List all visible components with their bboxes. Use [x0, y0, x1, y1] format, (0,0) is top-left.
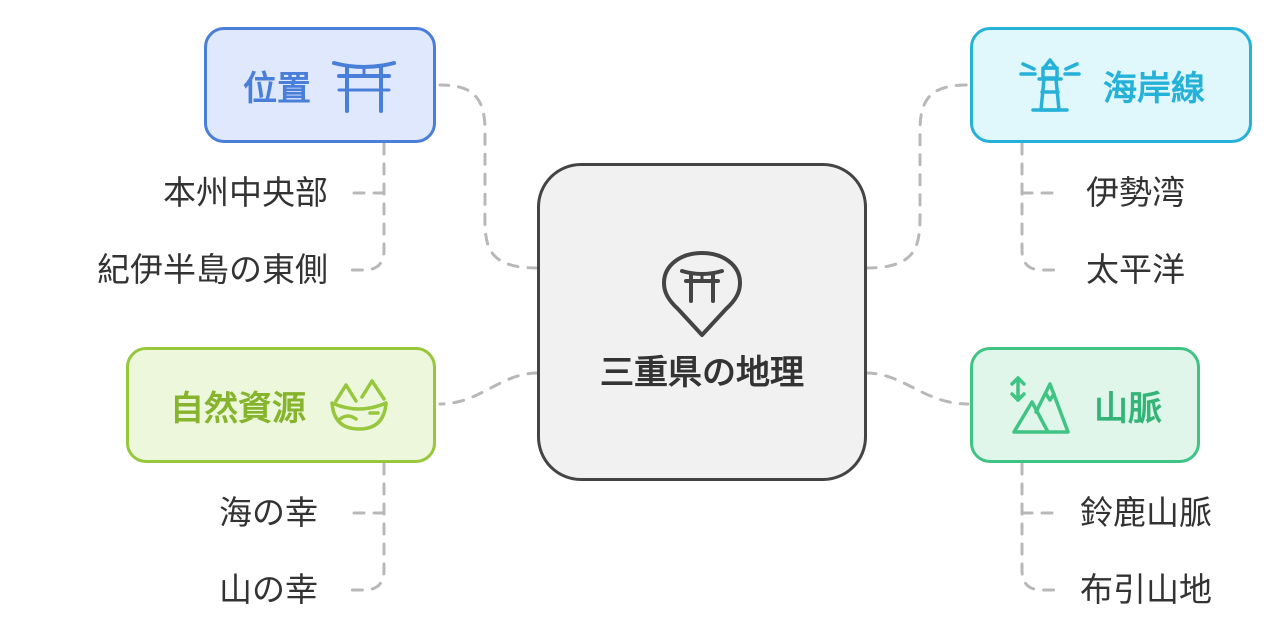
branch-node-location[interactable]: 位置: [204, 27, 436, 143]
connector-center-mountains: [864, 371, 970, 406]
center-topic-title: 三重県の地理: [600, 352, 804, 393]
center-topic-node[interactable]: 三重県の地理: [537, 163, 867, 481]
branch-label-location: 位置: [243, 68, 311, 109]
branch-node-mountains[interactable]: 山脈: [970, 347, 1200, 463]
connector-mountains-items: [1020, 462, 1064, 592]
leaf-resources-2: 山の幸: [219, 570, 318, 609]
torii-gate-icon: [332, 61, 396, 113]
mountains-icon: [1010, 376, 1070, 434]
connector-center-resources: [438, 371, 540, 406]
map-pin-torii-icon: [662, 250, 742, 337]
branch-label-mountains: 山脈: [1094, 388, 1162, 429]
leaf-resources-1: 海の幸: [219, 493, 318, 532]
nature-resources-icon: [330, 379, 388, 431]
leaf-location-1: 本州中央部: [163, 173, 328, 212]
leaf-mountains-1: 鈴鹿山脈: [1080, 493, 1212, 532]
branch-node-resources[interactable]: 自然資源: [126, 347, 436, 463]
connector-resources-items: [343, 462, 386, 592]
leaf-coast-1: 伊勢湾: [1086, 173, 1185, 212]
leaf-mountains-2: 布引山地: [1080, 570, 1212, 609]
connector-center-coast: [864, 83, 970, 270]
connector-coast-items: [1020, 142, 1064, 272]
connector-center-location: [438, 83, 540, 270]
branch-label-coast: 海岸線: [1103, 68, 1205, 109]
branch-node-coast[interactable]: 海岸線: [970, 27, 1252, 143]
connector-location-items: [343, 142, 386, 272]
lighthouse-icon: [1019, 58, 1081, 112]
branch-label-resources: 自然資源: [170, 388, 306, 429]
leaf-location-2: 紀伊半島の東側: [97, 250, 328, 289]
leaf-coast-2: 太平洋: [1086, 250, 1185, 289]
